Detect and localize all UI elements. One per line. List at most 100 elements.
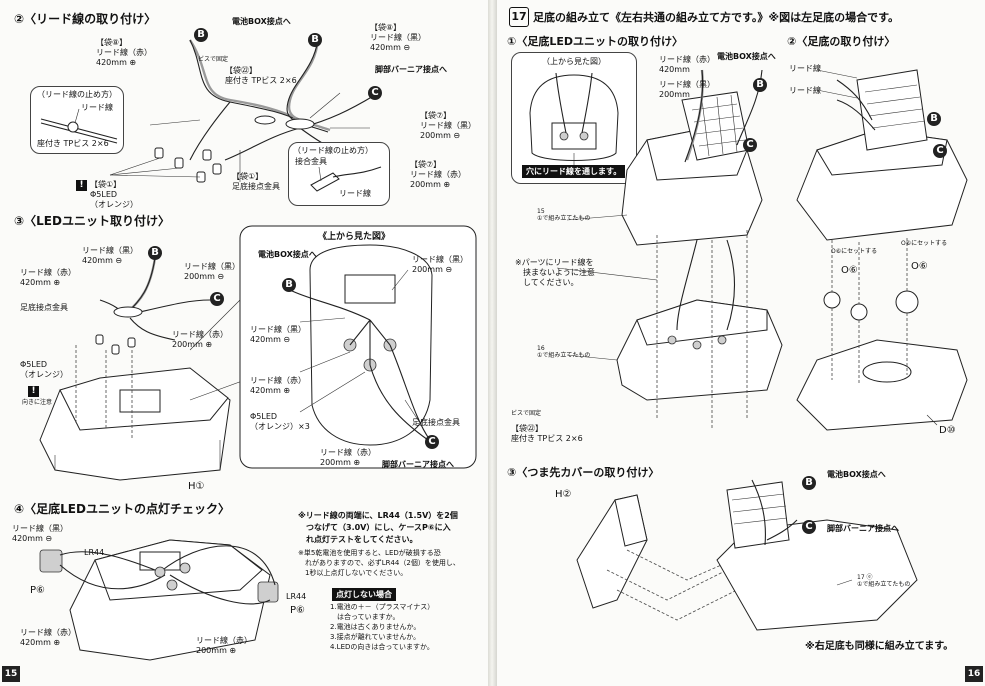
s3-led-orange: Φ5LED （オレンジ） — [20, 360, 68, 379]
connector-label: 接合金具 — [295, 157, 327, 166]
warning-icon-2: ! — [28, 386, 39, 397]
wire-stop-inset-2: （リード線の止め方） 接合金具 リード線 — [288, 142, 390, 206]
s3-sole-contact: 足底接点金具 — [20, 303, 68, 312]
bag-8-right-label: 【袋⑧】 — [370, 23, 402, 32]
small-note: ビスで固定 — [198, 56, 229, 63]
contact-b-marker-2: B — [308, 33, 322, 47]
topview-sole-contact: 足底接点金具 — [412, 418, 460, 427]
wire-stop-title-2: （リード線の止め方） — [293, 146, 373, 155]
wire-stop-title: （リード線の止め方） — [37, 90, 117, 99]
topview-title: 《上から見た図》 — [318, 232, 391, 242]
r2-contact-b-marker: B — [927, 112, 941, 126]
p6-left: P⑥ — [30, 585, 45, 596]
topview-black-200: リード線（黒） 200mm ⊖ — [412, 255, 468, 274]
led-orange-label: Φ5LED （オレンジ） — [90, 190, 138, 209]
s4-lead-black-420: リード線（黒） 420mm ⊖ — [12, 524, 68, 543]
r-lead-red-420: リード線（赤） 420mm — [659, 55, 715, 74]
s4-lead-red-200: リード線（赤） 200mm ⊕ — [196, 636, 252, 655]
left-page-number: 15 — [2, 666, 20, 682]
inset-lead-wire: リード線 — [81, 103, 113, 112]
r-lead-black-200: リード線（黒） 200mm — [659, 80, 715, 99]
topview-red-420: リード線（赤） 420mm ⊕ — [250, 376, 306, 395]
warning-icon: ! — [76, 180, 87, 191]
r-section-1-title: ①〈足底LEDユニットの取り付け〉 — [507, 35, 683, 48]
sole-attach-diagram — [796, 69, 968, 431]
not-lit-title: 点灯しない場合 — [332, 588, 396, 601]
r-contact-c-marker: C — [743, 138, 757, 152]
lighting-test-note: ※リード線の両端に、LR44（1.5V）を2個 つなげて（3.0V）にし、ケース… — [298, 511, 458, 544]
s3-lead-red-420: リード線（赤） 420mm ⊕ — [20, 268, 76, 287]
s3-lead-black-200: リード線（黒） 200mm ⊖ — [184, 262, 240, 281]
part-h1-label: H① — [188, 481, 205, 492]
s3-lead-black-420: リード線（黒） 420mm ⊖ — [82, 246, 138, 265]
bag-7-label-a: 【袋⑦】 — [420, 111, 452, 120]
contact-b-marker-3: B — [148, 246, 162, 260]
r2-contact-c-marker: C — [933, 144, 947, 158]
s3-lead-red-200: リード線（赤） 200mm ⊕ — [172, 330, 228, 349]
section-2-title: ②〈リード線の取り付け〉 — [14, 12, 157, 26]
lr44-right: LR44 — [286, 592, 307, 601]
section-3-title: ③〈LEDユニット取り付け〉 — [14, 214, 170, 228]
topview-c-marker: C — [425, 435, 439, 449]
topview-black-420: リード線（黒） 420mm ⊖ — [250, 325, 306, 344]
section-3-diagram — [39, 225, 477, 481]
part-h2: H② — [555, 489, 572, 500]
lead-red-200: リード線（赤） 200mm ⊕ — [410, 170, 466, 189]
troubleshoot-list: 1.電池の＋－（プラスマイナス） は合っていますか。 2.電池は古くありませんか… — [330, 603, 435, 651]
contact-b-marker: B — [194, 28, 208, 42]
section-4-diagram — [39, 539, 279, 661]
lead-black-200: リード線（黒） 200mm ⊖ — [420, 121, 476, 140]
r3-contact-b-marker: B — [802, 476, 816, 490]
r-lead-a: リード線 — [789, 64, 821, 73]
topview-leg-contact: 脚部バーニア接点へ — [382, 460, 454, 469]
r-bag-22-label: 【袋㉒】 座付き TPビス 2×6 — [511, 424, 583, 443]
right-page: 17 足底の組み立て《左右共通の組み立て方です。》※図は左足底の場合です。 ①〈… — [497, 0, 985, 686]
orientation-note: 向きに注意 — [22, 399, 53, 406]
right-foot-note: ※右足底も同様に組み立てます。 — [805, 641, 954, 652]
wire-stop-inset-1: （リード線の止め方） リード線 座付き TPビス 2×6 — [30, 86, 124, 154]
r-battery-contact: 電池BOX接点へ — [717, 52, 776, 61]
section-2-diagram — [109, 39, 391, 183]
inset-top-view-title: （上から見た図） — [542, 57, 606, 66]
right-page-number: 16 — [965, 666, 983, 682]
unit-15-label: 15 ①で組み立てたもの — [537, 208, 591, 222]
battery-box-contact-label: 電池BOX接点へ — [232, 17, 291, 26]
p6-right: P⑥ — [290, 605, 305, 616]
top-view-inset: （上から見た図） 穴にリード線を通します。 — [511, 52, 637, 184]
bag-7-label-b: 【袋⑦】 — [410, 160, 442, 169]
section-4-title: ④〈足底LEDユニットの点灯チェック〉 — [14, 502, 230, 516]
lr44-left: LR44 — [84, 548, 105, 557]
lead-red-420: リード線（赤） 420mm ⊕ — [96, 48, 152, 67]
toe-cover-diagram — [576, 479, 918, 631]
left-page: ②〈リード線の取り付け〉 B B C ビスで固定 電池BOX接点へ 【袋⑧】 リ… — [0, 0, 488, 686]
r-section-3-title: ③〈つま先カバーの取り付け〉 — [507, 466, 660, 479]
r-contact-b-marker: B — [753, 78, 767, 92]
part-17-label: 17 ⓔ ①で組み立てたもの — [857, 574, 911, 588]
bag-22-label: 【袋㉒】 — [225, 66, 257, 75]
part-d10: D⑩ — [939, 425, 956, 436]
r3-battery-contact: 電池BOX接点へ — [827, 470, 886, 479]
r3-contact-c-marker: C — [802, 520, 816, 534]
o6b-sub-note: O⑥にセットする — [901, 240, 948, 247]
bag-1-label: 【袋①】 — [90, 180, 122, 189]
r-lead-b: リード線 — [789, 86, 821, 95]
s4-lead-red-420: リード線（赤） 420mm ⊕ — [20, 628, 76, 647]
hole-caption: 穴にリード線を通します。 — [522, 165, 626, 178]
book-gutter — [488, 0, 497, 686]
foot-led-assembly-diagram — [556, 69, 783, 430]
screw-label: 座付き TPビス 2×6 — [225, 76, 297, 85]
part-o6-b: O⑥ — [911, 261, 928, 272]
step-17-badge: 17 — [509, 7, 529, 27]
inset-lead-wire-2: リード線 — [339, 189, 371, 198]
o6a-sub-note: O⑥にセットする — [831, 248, 878, 255]
contact-c-marker: C — [368, 86, 382, 100]
topview-red-200: リード線（赤） 200mm ⊕ — [320, 448, 376, 467]
r3-leg-contact: 脚部バーニア接点へ — [827, 524, 899, 533]
step-17-header: 足底の組み立て《左右共通の組み立て方です。》※図は左足底の場合です。 — [533, 11, 899, 24]
topview-b-marker: B — [282, 278, 296, 292]
battery-warning-note: ※単5乾電池を使用すると、LEDが破損する恐 れがありますので、必ずLR44（2… — [298, 549, 460, 577]
bag-8-label: 【袋⑧】 — [96, 38, 128, 47]
topview-battery-contact: 電池BOX接点へ — [258, 250, 317, 259]
lead-black-420: リード線（黒） 420mm ⊖ — [370, 33, 426, 52]
contact-c-marker-3: C — [210, 292, 224, 306]
